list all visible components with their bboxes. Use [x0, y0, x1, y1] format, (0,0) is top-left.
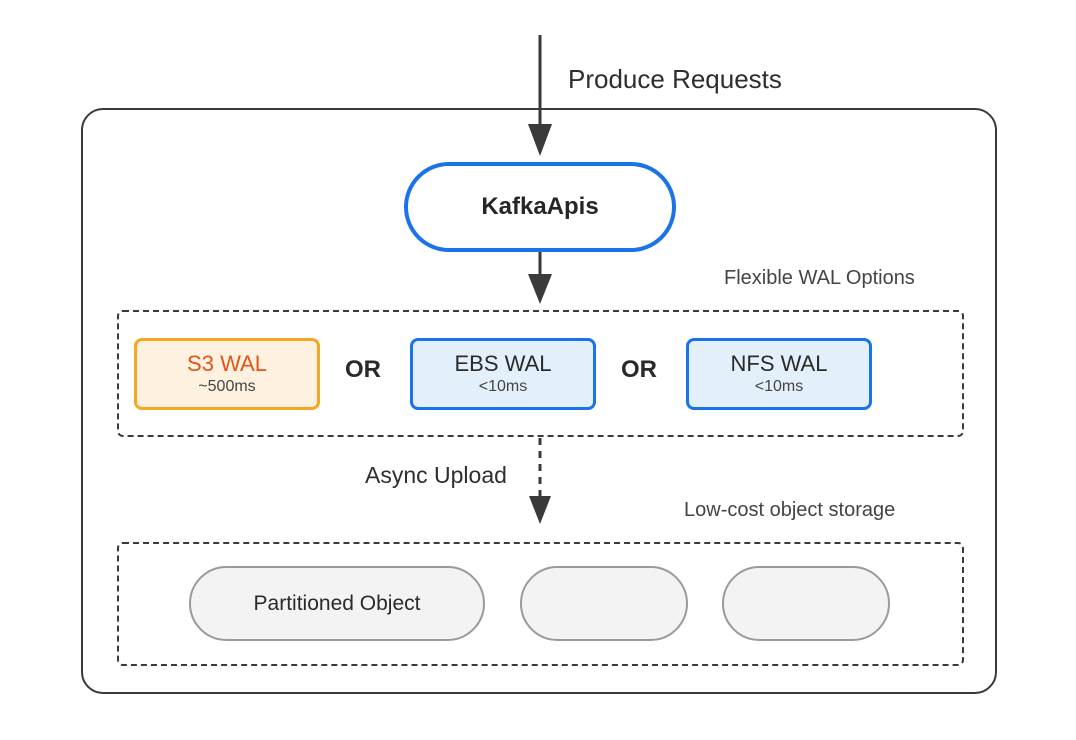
async-upload-arrow-head	[529, 496, 551, 524]
ebs-wal-name: EBS WAL	[454, 351, 552, 376]
or-label-2: OR	[621, 356, 657, 383]
broker-frame	[81, 108, 997, 694]
object-node-3	[722, 566, 890, 641]
wal-options-group	[117, 310, 964, 437]
ebs-wal-node: EBS WAL <10ms	[410, 338, 596, 410]
s3-wal-node: S3 WAL ~500ms	[134, 338, 320, 410]
produce-requests-label: Produce Requests	[568, 64, 782, 94]
nfs-wal-node: NFS WAL <10ms	[686, 338, 872, 410]
flexible-wal-options-label: Flexible WAL Options	[724, 267, 915, 289]
kafka-apis-node: KafkaApis	[404, 162, 676, 252]
produce-arrow-head	[528, 124, 552, 156]
s3-wal-latency: ~500ms	[198, 378, 256, 395]
ebs-wal-latency: <10ms	[478, 378, 528, 395]
kafka-apis-label: KafkaApis	[481, 193, 599, 220]
partitioned-object-label: Partitioned Object	[253, 591, 421, 615]
nfs-wal-name: NFS WAL	[730, 351, 828, 376]
kafka-to-wal-arrow-head	[528, 274, 552, 304]
or-label-1: OR	[345, 356, 381, 383]
object-node-2	[520, 566, 688, 641]
async-upload-label: Async Upload	[365, 462, 507, 488]
low-cost-storage-label: Low-cost object storage	[684, 499, 896, 521]
object-storage-group	[117, 542, 964, 666]
nfs-wal-latency: <10ms	[754, 378, 804, 395]
partitioned-object-node: Partitioned Object	[189, 566, 485, 641]
s3-wal-name: S3 WAL	[187, 351, 267, 376]
